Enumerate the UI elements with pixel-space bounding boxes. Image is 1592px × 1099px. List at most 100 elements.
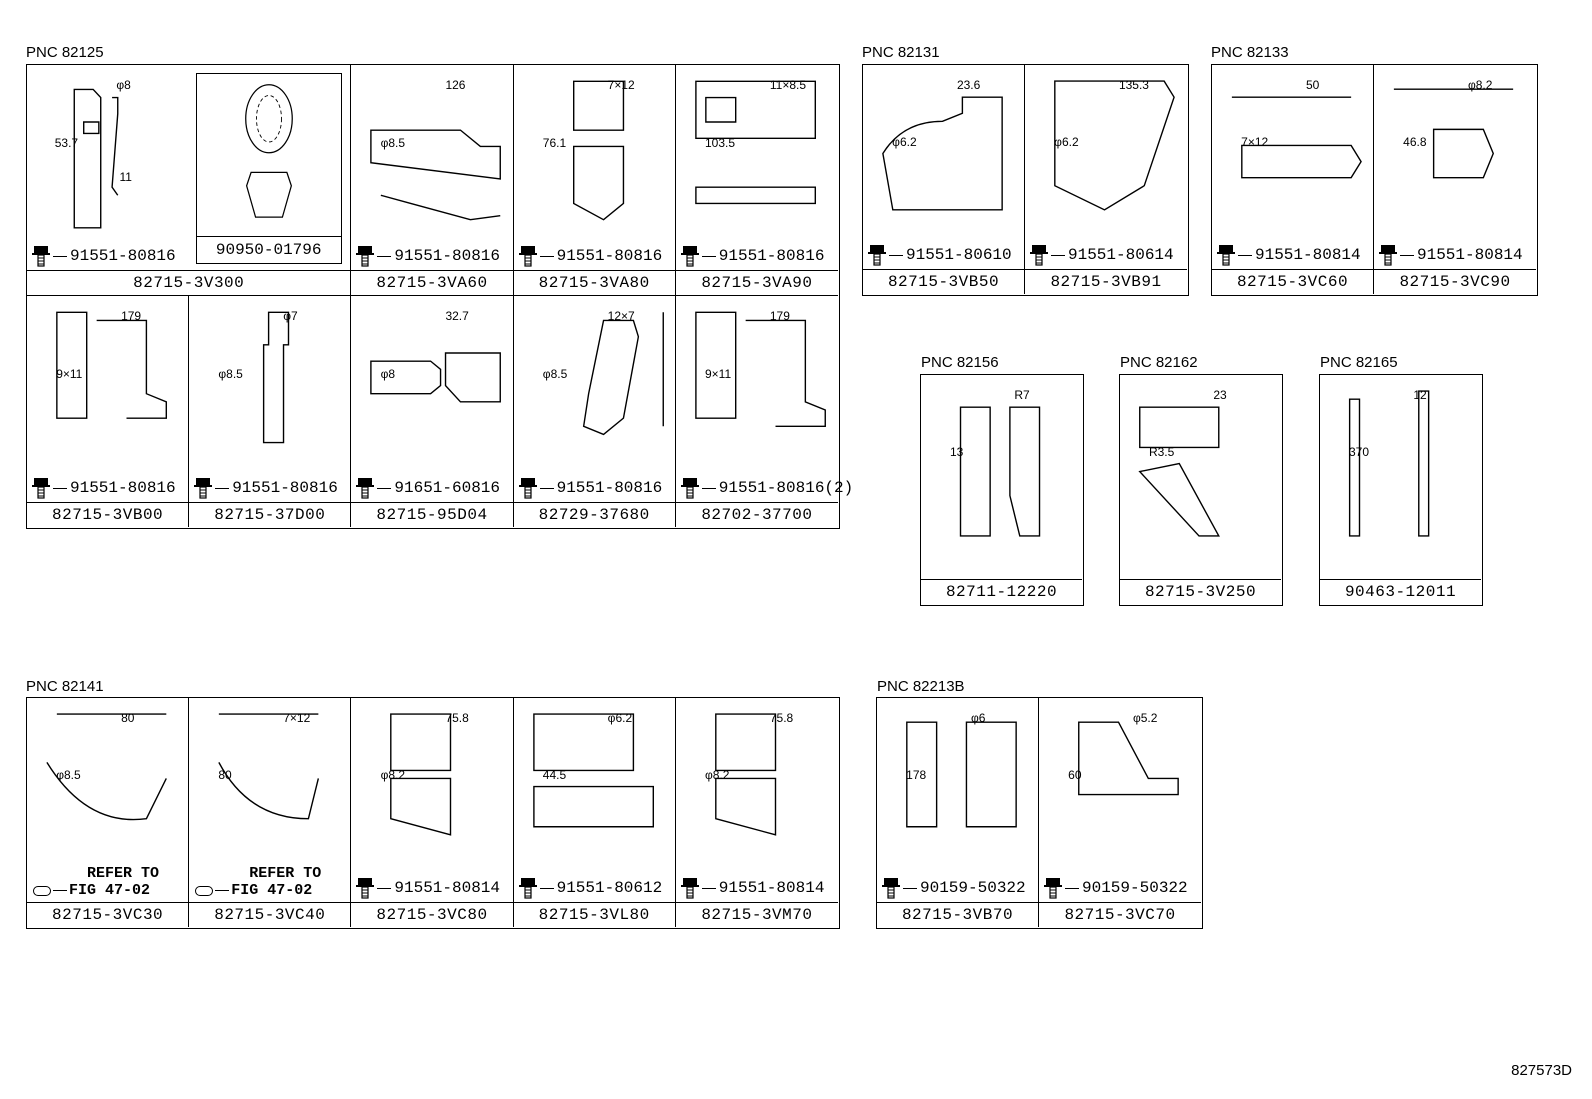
part-number[interactable]: 82715-3VC30: [27, 902, 189, 927]
bolt-part: 90159-50322: [881, 877, 1026, 899]
bolt-icon: [356, 246, 375, 267]
leader-line: [53, 255, 67, 257]
bolt-part-number: 91651-60816: [394, 479, 501, 497]
bolt-icon: [1044, 878, 1062, 899]
bolt-part-number: 91551-80814: [1417, 246, 1523, 264]
bolt-part-number: 91551-80814: [718, 879, 825, 897]
part-number[interactable]: 82715-3VC60: [1212, 269, 1373, 294]
part-number[interactable]: 82715-3VB00: [27, 502, 189, 527]
bolt-part: 91551-80814: [355, 877, 500, 899]
part-number[interactable]: 82715-3V250: [1120, 579, 1281, 604]
part-number[interactable]: 82715-37D00: [189, 502, 351, 527]
part-sketch: [676, 296, 838, 467]
part-number[interactable]: 82715-3VM70: [675, 902, 838, 927]
bolt-part: 90159-50322: [1043, 877, 1188, 899]
part-number[interactable]: 90463-12011: [1320, 579, 1481, 604]
dimension-label: φ8: [116, 77, 131, 92]
dimension-label: 12: [1413, 387, 1427, 402]
dimension-label: 44.5: [542, 767, 567, 782]
part-number[interactable]: 82715-3VA80: [513, 270, 675, 295]
part-number[interactable]: 82715-3VB91: [1025, 269, 1187, 294]
part-sketch: [351, 698, 513, 867]
dimension-label: φ8: [380, 366, 396, 381]
part-number[interactable]: 82715-3VA90: [675, 270, 838, 295]
clip-icon: [195, 885, 214, 896]
bolt-part-number: 91551-80816: [556, 247, 663, 265]
part-number[interactable]: 82711-12220: [921, 579, 1082, 604]
dimension-label: φ8.5: [380, 135, 406, 150]
part-number[interactable]: 82715-3VL80: [513, 902, 675, 927]
dimension-label: 80: [121, 710, 135, 725]
part-number[interactable]: 82715-95D04: [351, 502, 513, 527]
bolt-icon: [1030, 245, 1048, 266]
bolt-part-number: 91551-80614: [1068, 246, 1174, 264]
dimension-label: φ6.2: [607, 710, 633, 725]
bolt-part: 91551-80814: [1216, 244, 1361, 266]
part-cell[interactable]: 23.6 φ6.2 91551-80610 82715-3VB50: [863, 65, 1025, 294]
refer-note-line: REFER TO: [249, 865, 322, 882]
leader-line: [1400, 254, 1414, 256]
bolt-part: 91551-80816: [193, 477, 338, 499]
part-number[interactable]: 82702-37700: [675, 502, 838, 527]
part-number[interactable]: 82715-3VC80: [351, 902, 513, 927]
dimension-label: φ8.5: [218, 366, 243, 381]
bolt-icon: [1217, 245, 1235, 266]
bolt-icon: [680, 246, 699, 267]
dimension-label: 7×12: [283, 710, 311, 725]
part-sketch: [27, 296, 189, 467]
dimension-label: 75.8: [445, 710, 469, 725]
leader-line: [539, 255, 554, 257]
bolt-part-number: 91551-80816: [70, 247, 176, 265]
bolt-icon: [356, 478, 375, 499]
dimension-label: φ6.2: [892, 134, 917, 149]
part-number[interactable]: 82715-3VB50: [863, 269, 1024, 294]
dimension-label: φ8.5: [542, 366, 568, 381]
part-sketch: [351, 296, 513, 467]
part-number[interactable]: 82715-3VC70: [1039, 902, 1201, 927]
bolt-icon: [356, 878, 375, 899]
dimension-label: 179: [121, 308, 142, 323]
leader-line: [377, 255, 392, 257]
dimension-label: 23.6: [956, 77, 981, 92]
bolt-part-number: 91551-80610: [906, 246, 1012, 264]
bolt-part-number: 91551-80816: [394, 247, 501, 265]
part-number[interactable]: 82715-3VB70: [877, 902, 1038, 927]
dimension-label: 103.5: [704, 135, 736, 150]
bolt-icon: [1379, 245, 1397, 266]
part-number[interactable]: 82715-3VC40: [189, 902, 351, 927]
part-number[interactable]: 82715-3VC90: [1374, 269, 1536, 294]
leader-line: [1051, 254, 1065, 256]
part-number[interactable]: 82729-37680: [513, 502, 675, 527]
bolt-icon: [518, 246, 537, 267]
part-number[interactable]: 82715-3VA60: [351, 270, 513, 295]
dimension-label: 11: [119, 170, 132, 185]
dimension-label: φ5.2: [1132, 710, 1158, 725]
bolt-icon: [32, 478, 50, 499]
part-number[interactable]: 82715-3V300: [27, 270, 351, 295]
